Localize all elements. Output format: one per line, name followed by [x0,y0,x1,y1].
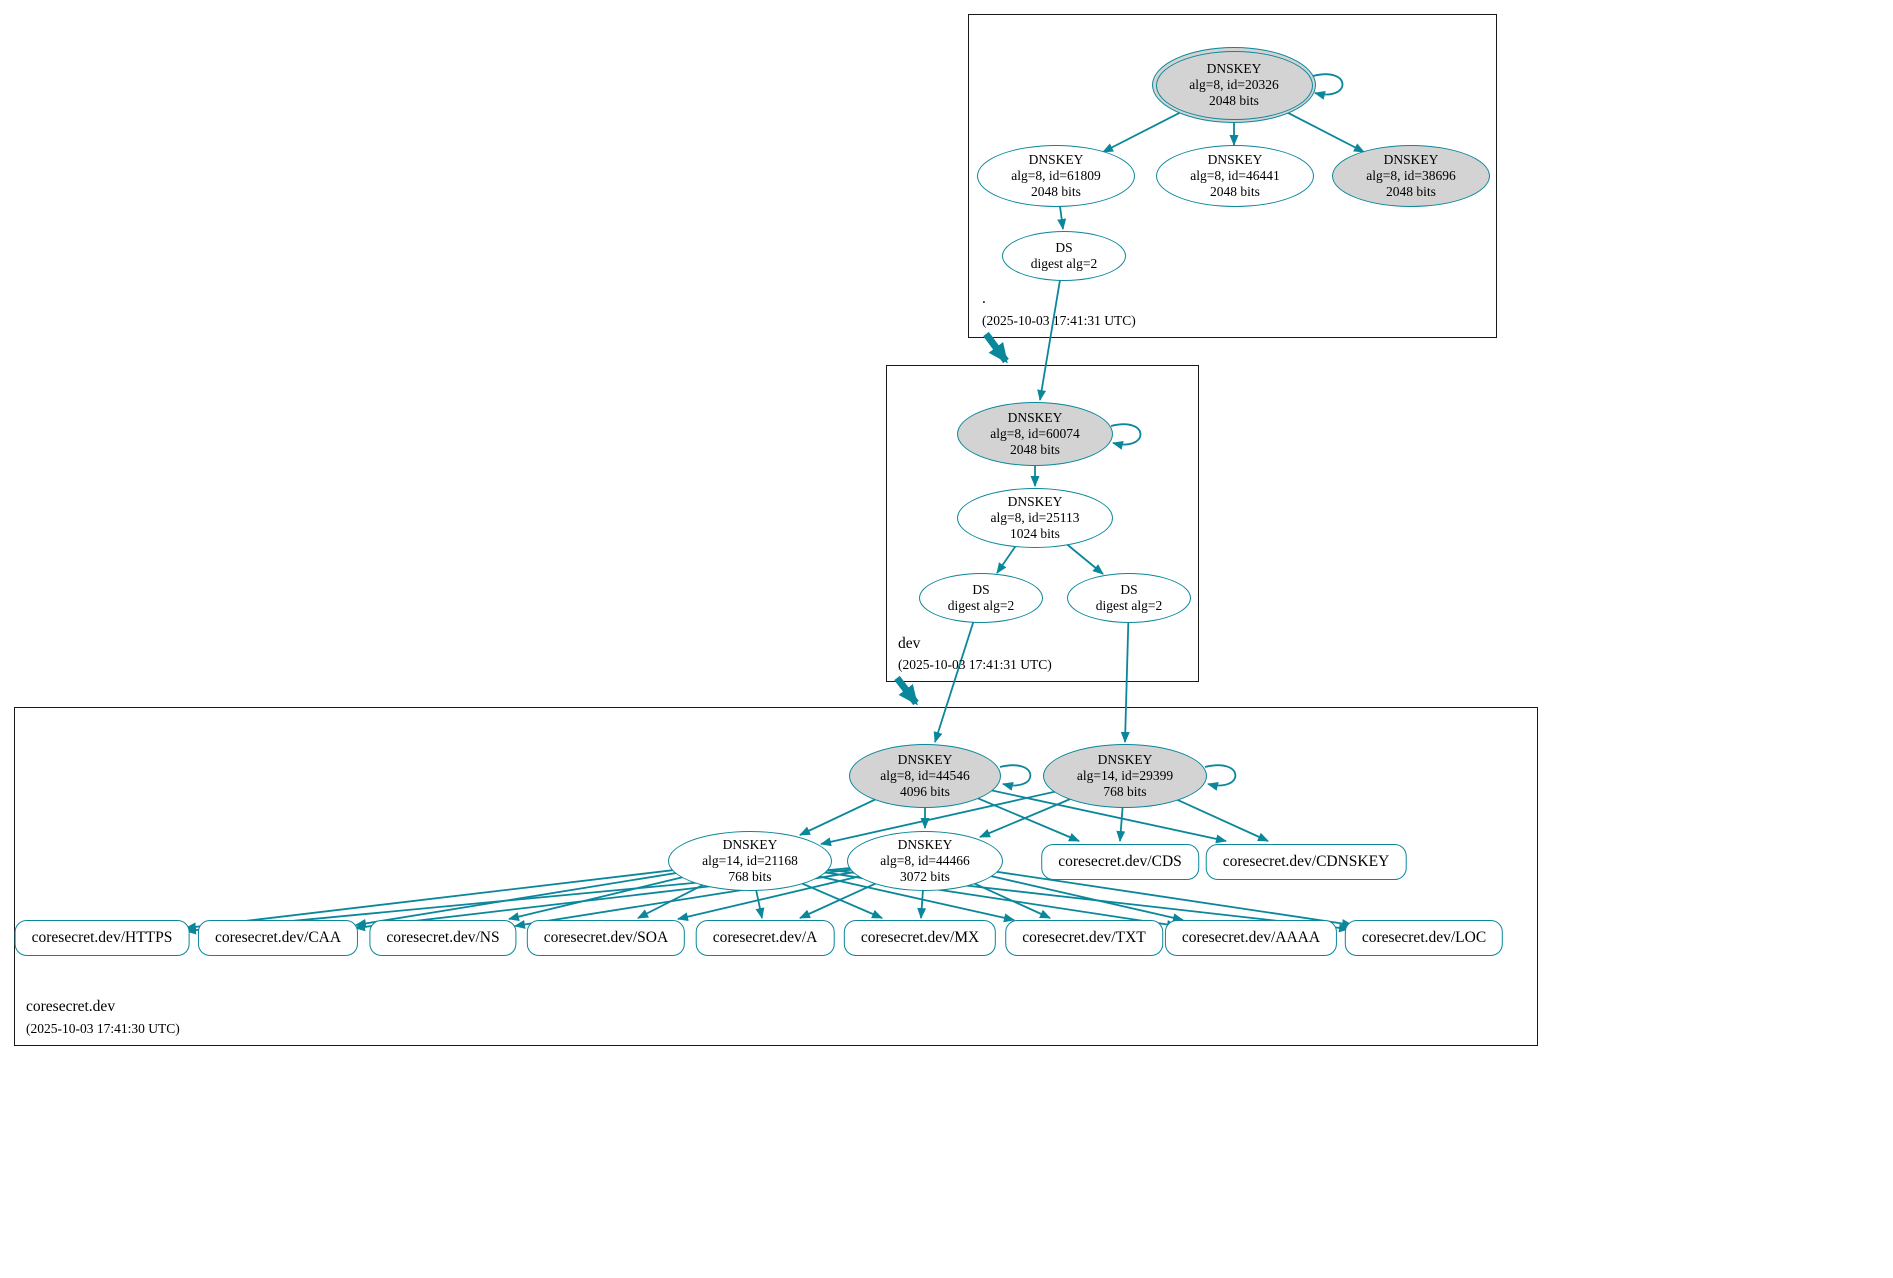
root-zone-label: . [982,290,986,307]
node-title: DNSKEY [722,837,778,853]
node-detail: alg=8, id=61809 [1011,168,1101,184]
root-ds-node: DS digest alg=2 [1002,231,1126,281]
node-title: DNSKEY [897,752,953,768]
node-detail: alg=8, id=60074 [990,426,1080,442]
rrset-txt: coresecret.dev/TXT [1005,920,1163,956]
zone-cut-arrow-root-dev [983,331,1009,364]
rrset-mx: coresecret.dev/MX [843,920,997,956]
root-ksk-b-dnskey-node: DNSKEY alg=8, id=38696 2048 bits [1332,145,1490,207]
node-title: DNSKEY [1097,752,1153,768]
coresecret-zone-cluster [14,707,1538,1046]
rrset-ns: coresecret.dev/NS [369,920,517,956]
node-bits: 768 bits [1103,783,1147,799]
rrset-soa: coresecret.dev/SOA [526,920,686,956]
dev-ds-b-node: DS digest alg=2 [1067,573,1191,623]
node-detail: alg=8, id=46441 [1190,168,1280,184]
dev-zsk-dnskey-node: DNSKEY alg=8, id=25113 1024 bits [957,488,1113,548]
node-detail: digest alg=2 [947,598,1015,613]
coresecret-zone-label: coresecret.dev [26,998,116,1015]
node-title: DS [1120,582,1138,598]
node-bits: 4096 bits [900,783,950,799]
node-bits: 1024 bits [1010,525,1060,541]
node-bits: 2048 bits [1209,92,1259,108]
node-detail: digest alg=2 [1030,256,1098,271]
node-bits: 2048 bits [1386,183,1436,199]
node-bits: 3072 bits [900,868,950,884]
rrset-cds: coresecret.dev/CDS [1041,844,1199,880]
node-detail: alg=14, id=29399 [1076,768,1174,784]
node-title: DNSKEY [1383,152,1439,168]
node-bits: 768 bits [728,868,772,884]
root-zsk-a-dnskey-node: DNSKEY alg=8, id=61809 2048 bits [977,145,1135,207]
cs-ksk-a-dnskey-node: DNSKEY alg=8, id=44546 4096 bits [849,744,1001,808]
node-detail: alg=14, id=21168 [702,853,798,869]
node-title: DNSKEY [1207,152,1263,168]
node-title: DNSKEY [1206,61,1262,77]
node-detail: alg=8, id=44466 [880,853,970,869]
root-zone-cluster [968,14,1497,338]
cs-zsk-b-dnskey-node: DNSKEY alg=8, id=44466 3072 bits [847,831,1003,891]
node-detail: alg=8, id=25113 [990,510,1080,526]
node-title: DS [1055,240,1073,256]
rrset-cdnskey: coresecret.dev/CDNSKEY [1205,844,1407,880]
rrset-https: coresecret.dev/HTTPS [14,920,190,956]
cs-zsk-a-dnskey-node: DNSKEY alg=14, id=21168 768 bits [668,831,832,891]
dev-zone-label: dev [898,635,921,652]
dev-ds-a-node: DS digest alg=2 [919,573,1043,623]
cs-ksk-b-dnskey-node: DNSKEY alg=14, id=29399 768 bits [1043,744,1207,808]
rrset-loc: coresecret.dev/LOC [1344,920,1504,956]
rrset-caa: coresecret.dev/CAA [197,920,359,956]
node-title: DNSKEY [1007,410,1063,426]
root-zsk-b-dnskey-node: DNSKEY alg=8, id=46441 2048 bits [1156,145,1314,207]
node-bits: 2048 bits [1210,183,1260,199]
node-bits: 2048 bits [1010,441,1060,457]
node-detail: alg=8, id=38696 [1366,168,1456,184]
node-title: DS [972,582,990,598]
node-detail: alg=8, id=20326 [1189,77,1279,93]
node-bits: 2048 bits [1031,183,1081,199]
coresecret-zone-timestamp: (2025-10-03 17:41:30 UTC) [26,1021,180,1036]
rrset-a: coresecret.dev/A [695,920,835,956]
node-title: DNSKEY [1028,152,1084,168]
dev-ksk-dnskey-node: DNSKEY alg=8, id=60074 2048 bits [957,402,1113,466]
node-title: DNSKEY [1007,494,1063,510]
root-ksk-dnskey-node: DNSKEY alg=8, id=20326 2048 bits [1152,47,1316,123]
rrset-aaaa: coresecret.dev/AAAA [1164,920,1338,956]
node-detail: alg=8, id=44546 [880,768,970,784]
dev-zone-timestamp: (2025-10-03 17:41:31 UTC) [898,657,1052,672]
node-detail: digest alg=2 [1095,598,1163,613]
root-zone-timestamp: (2025-10-03 17:41:31 UTC) [982,313,1136,328]
node-title: DNSKEY [897,837,953,853]
